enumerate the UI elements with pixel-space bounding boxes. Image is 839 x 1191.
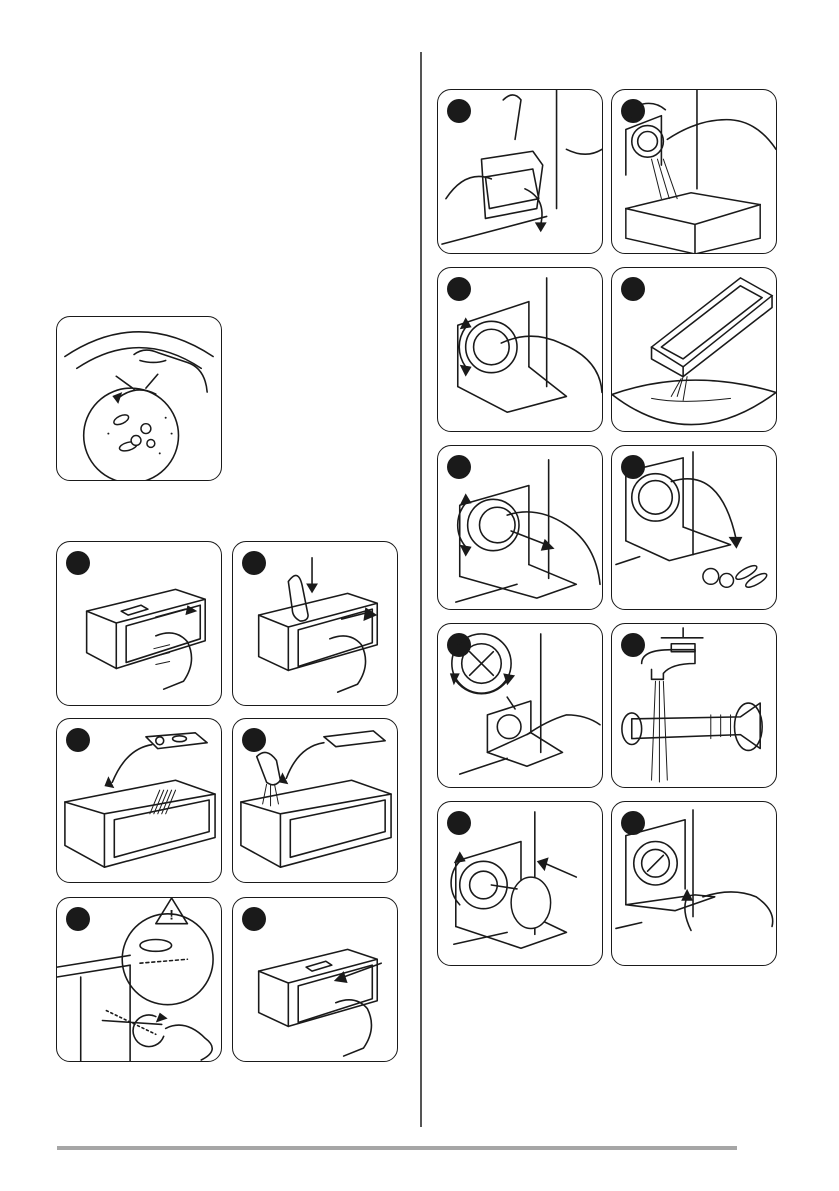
filter-step-9-panel xyxy=(437,801,603,966)
filter-step-10-panel xyxy=(611,801,777,966)
footer-rule xyxy=(57,1146,737,1150)
coin-trap-illustration-icon xyxy=(57,317,221,480)
unscrew-filter-drain-illustration-icon xyxy=(612,90,776,253)
filter-step-1-panel xyxy=(437,89,603,254)
dispenser-step-5-panel: ! xyxy=(56,897,222,1062)
clean-pump-impeller-illustration-icon xyxy=(438,624,602,787)
drawer-insert-remove-illustration-icon xyxy=(57,719,221,882)
remove-objects-illustration-icon xyxy=(612,446,776,609)
pull-out-filter-illustration-icon xyxy=(438,446,602,609)
drawer-push-in-illustration-icon xyxy=(233,898,397,1061)
dispenser-step-1-panel xyxy=(56,541,222,706)
dispenser-step-3-panel xyxy=(56,718,222,883)
filter-step-2-panel xyxy=(611,89,777,254)
column-divider xyxy=(420,52,422,1127)
drawer-rinse-illustration-icon xyxy=(233,719,397,882)
drawer-release-press-illustration-icon xyxy=(233,542,397,705)
filter-step-8-panel xyxy=(611,623,777,788)
filter-step-7-panel xyxy=(437,623,603,788)
empty-container-illustration-icon xyxy=(612,268,776,431)
open-flap-illustration-icon xyxy=(438,90,602,253)
dispenser-step-2-panel xyxy=(232,541,398,706)
close-flap-illustration-icon xyxy=(612,802,776,965)
coin-trap-panel xyxy=(56,316,222,481)
filter-step-3-panel xyxy=(437,267,603,432)
dispenser-step-6-panel xyxy=(232,897,398,1062)
drawer-recess-brush-illustration-icon: ! xyxy=(57,898,221,1061)
rinse-filter-tap-illustration-icon xyxy=(612,624,776,787)
filter-step-4-panel xyxy=(611,267,777,432)
filter-step-6-panel xyxy=(611,445,777,610)
filter-step-5-panel xyxy=(437,445,603,610)
drawer-pull-out-illustration-icon xyxy=(57,542,221,705)
dispenser-step-4-panel xyxy=(232,718,398,883)
warning-mark: ! xyxy=(169,907,174,923)
reinsert-filter-illustration-icon xyxy=(438,802,602,965)
turn-filter-illustration-icon xyxy=(438,268,602,431)
